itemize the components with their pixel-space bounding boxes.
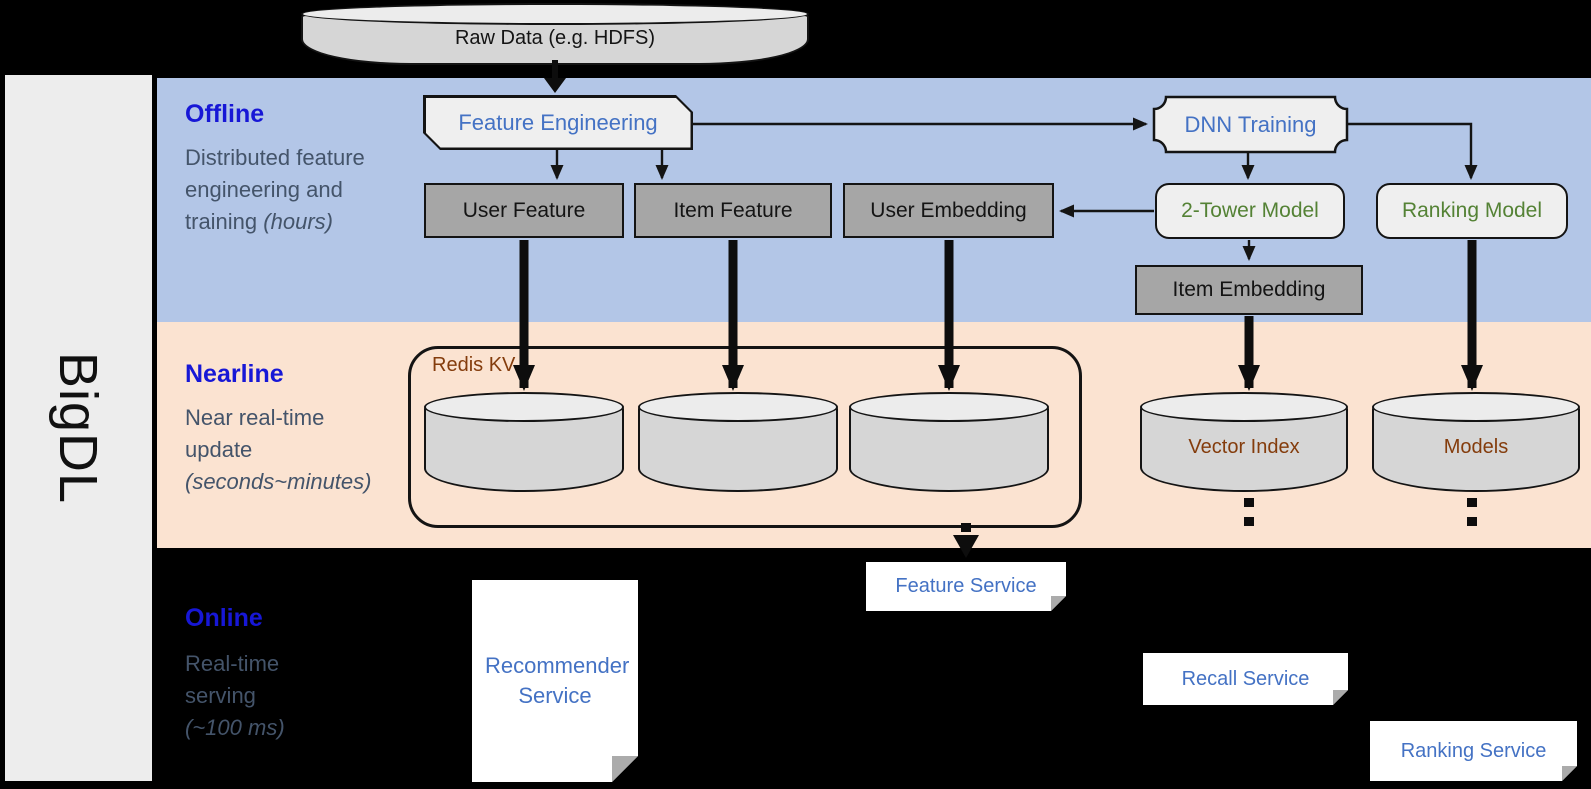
user-feature-label: User Feature [462, 198, 586, 222]
two-tower-model-box: 2-Tower Model [1155, 183, 1345, 239]
user-embedding-label: User Embedding [870, 198, 1027, 222]
ranking-service-box: Ranking Service [1370, 721, 1577, 781]
vector-index-cylinder: Vector Index [1140, 392, 1348, 492]
raw-data-cylinder-top [301, 3, 809, 25]
ranking-model-label: Ranking Model [1401, 199, 1543, 222]
models-label: Models [1443, 436, 1509, 458]
online-description: Real-time serving (~100 ms) [185, 651, 285, 740]
online-title: Online [185, 604, 263, 632]
arrow-rawdata-to-feature-engineering [544, 60, 566, 93]
feature-engineering-label: Feature Engineering [458, 109, 658, 135]
kv-cylinder-1-top [424, 392, 624, 422]
kv-cylinder-2-top [638, 392, 838, 422]
redis-kv-container [408, 346, 1082, 528]
feature-engineering-box-fill: Feature Engineering [426, 98, 691, 148]
item-feature-label: Item Feature [673, 198, 793, 222]
arrow-kv-to-feature-service [953, 523, 979, 558]
kv-cylinder-2 [638, 392, 838, 492]
feature-engineering-box: Feature Engineering [423, 95, 693, 150]
item-embedding-label: Item Embedding [1172, 278, 1326, 301]
models-cylinder: Models [1372, 392, 1580, 492]
raw-data-cylinder: Raw Data (e.g. HDFS) [301, 3, 809, 65]
dnn-training-plaque [1152, 95, 1349, 154]
nearline-title: Nearline [185, 360, 284, 388]
two-tower-model-label: 2-Tower Model [1181, 199, 1319, 222]
models-cylinder-top [1372, 392, 1580, 422]
item-embedding-box: Item Embedding [1135, 265, 1363, 315]
ranking-model-box: Ranking Model [1376, 183, 1568, 239]
feature-service-label: Feature Service [895, 575, 1037, 597]
nearline-description: Near real-time update (seconds~minutes) [185, 405, 372, 494]
kv-cylinder-1 [424, 392, 624, 492]
offline-description: Distributed feature engineering and trai… [185, 145, 365, 234]
recall-service-label: Recall Service [1181, 667, 1310, 690]
user-embedding-box: User Embedding [843, 183, 1054, 238]
offline-title: Offline [185, 100, 265, 128]
recall-service-box: Recall Service [1143, 653, 1348, 705]
ranking-service-label: Ranking Service [1400, 739, 1547, 762]
dnn-training-box: DNN Training [1152, 95, 1349, 154]
vector-index-cylinder-top [1140, 392, 1348, 422]
user-feature-box: User Feature [424, 183, 624, 238]
kv-cylinder-3-top [849, 392, 1049, 422]
item-feature-box: Item Feature [634, 183, 832, 238]
bigdl-sidebar: BigDL [5, 75, 152, 781]
raw-data-label: Raw Data (e.g. HDFS) [454, 27, 656, 49]
dnn-training-label: DNN Training [1184, 111, 1317, 137]
kv-cylinder-3 [849, 392, 1049, 492]
redis-kv-label: Redis KV [432, 354, 516, 376]
recommender-service-label: Recommender Service [485, 653, 630, 708]
vector-index-label: Vector Index [1188, 436, 1300, 458]
feature-service-box: Feature Service [866, 562, 1066, 611]
recommender-service-doc: Recommender Service [472, 580, 638, 782]
arrow-dnn-to-ranking-model [1345, 122, 1478, 180]
